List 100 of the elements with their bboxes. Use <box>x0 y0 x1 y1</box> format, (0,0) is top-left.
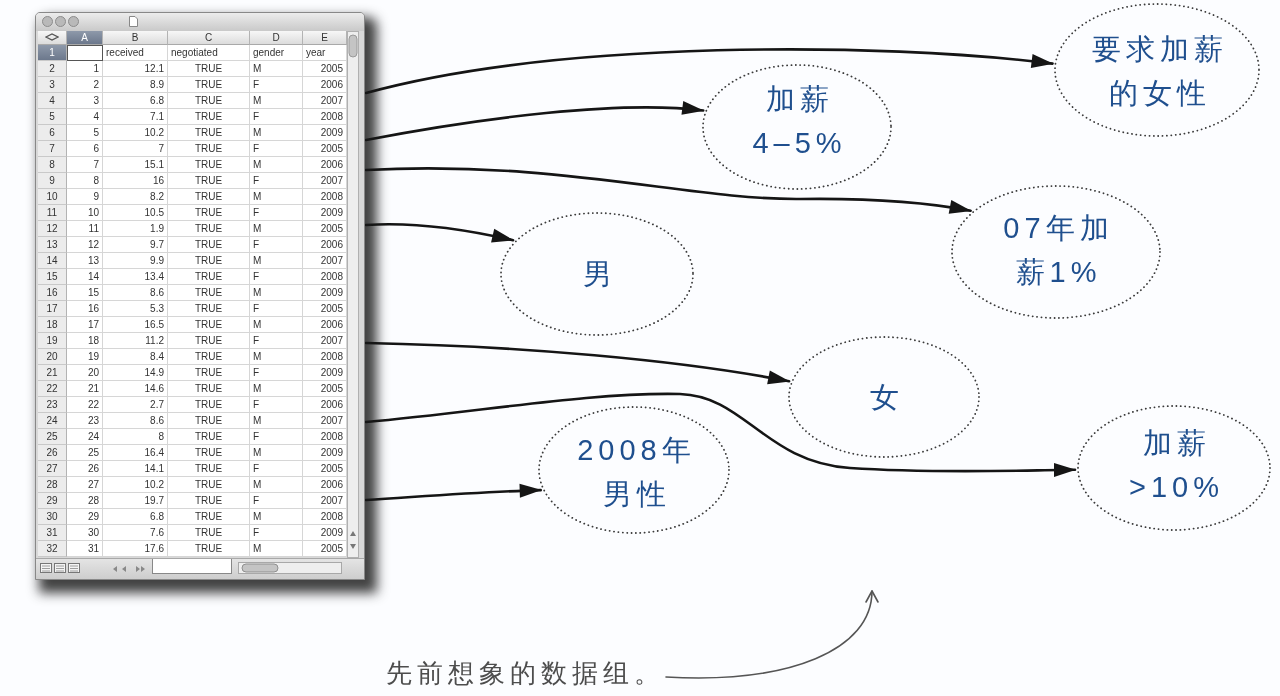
spreadsheet-cell: 2005 <box>303 381 347 397</box>
row-number: 12 <box>38 221 67 237</box>
spreadsheet-cell: TRUE <box>168 189 250 205</box>
spreadsheet-cell: F <box>250 461 303 477</box>
spreadsheet-cell: TRUE <box>168 333 250 349</box>
spreadsheet-cell: F <box>250 141 303 157</box>
row-number: 29 <box>38 493 67 509</box>
row-number: 24 <box>38 413 67 429</box>
spreadsheet-cell: 31 <box>67 541 103 557</box>
spreadsheet-cell: TRUE <box>168 93 250 109</box>
spreadsheet-cell: 2006 <box>303 77 347 93</box>
spreadsheet-cell: F <box>250 173 303 189</box>
spreadsheet-cell: 12.1 <box>103 61 168 77</box>
spreadsheet-cell: 11 <box>67 221 103 237</box>
row-number: 14 <box>38 253 67 269</box>
spreadsheet-cell: F <box>250 205 303 221</box>
spreadsheet-cell: 7.1 <box>103 109 168 125</box>
spreadsheet-cell: TRUE <box>168 77 250 93</box>
spreadsheet-cell: F <box>250 365 303 381</box>
dotted-ellipse <box>1077 405 1271 531</box>
spreadsheet-cell: 13 <box>67 253 103 269</box>
row-number: 30 <box>38 509 67 525</box>
dotted-ellipse <box>702 64 892 190</box>
row-number: 10 <box>38 189 67 205</box>
spreadsheet-cell: 14.6 <box>103 381 168 397</box>
spreadsheet-cell: 25 <box>67 445 103 461</box>
arrow <box>364 341 791 385</box>
spreadsheet-cell: 8.6 <box>103 413 168 429</box>
spreadsheet-cell: 8.6 <box>103 285 168 301</box>
spreadsheet-cell: 16 <box>103 173 168 189</box>
spreadsheet-cell: 30 <box>67 525 103 541</box>
row-number: 21 <box>38 365 67 381</box>
spreadsheet-cell: 2008 <box>303 109 347 125</box>
spreadsheet-cell: 4 <box>67 109 103 125</box>
spreadsheet-cell: TRUE <box>168 301 250 317</box>
spreadsheet-cell: 14 <box>67 269 103 285</box>
column-header: C <box>168 31 250 45</box>
spreadsheet-cell: 14.9 <box>103 365 168 381</box>
spreadsheet-cell: 2008 <box>303 269 347 285</box>
column-header: A <box>67 31 103 45</box>
spreadsheet-cell: 2009 <box>303 365 347 381</box>
spreadsheet-cell: M <box>250 93 303 109</box>
spreadsheet-cell: M <box>250 445 303 461</box>
dotted-ellipse <box>538 406 730 534</box>
spreadsheet-cell: 2008 <box>303 189 347 205</box>
spreadsheet-cell: TRUE <box>168 445 250 461</box>
spreadsheet-cell: 7.6 <box>103 525 168 541</box>
spreadsheet-cell: M <box>250 285 303 301</box>
spreadsheet-cell: TRUE <box>168 381 250 397</box>
spreadsheet-cell: 12 <box>67 237 103 253</box>
leader-line <box>665 590 878 679</box>
spreadsheet-cell: TRUE <box>168 509 250 525</box>
spreadsheet-cell: F <box>250 397 303 413</box>
spreadsheet-cell: negotiated <box>168 45 250 61</box>
spreadsheet-cell: M <box>250 221 303 237</box>
spreadsheet-cell: 16.4 <box>103 445 168 461</box>
spreadsheet-cell: 2006 <box>303 477 347 493</box>
spreadsheet-cell: TRUE <box>168 285 250 301</box>
row-number: 25 <box>38 429 67 445</box>
spreadsheet-cell: 2 <box>67 77 103 93</box>
spreadsheet-cell: M <box>250 125 303 141</box>
spreadsheet-cell: received <box>103 45 168 61</box>
spreadsheet-cell: TRUE <box>168 237 250 253</box>
row-number: 5 <box>38 109 67 125</box>
row-number: 27 <box>38 461 67 477</box>
spreadsheet-cell: M <box>250 413 303 429</box>
spreadsheet-cell: F <box>250 237 303 253</box>
row-number: 9 <box>38 173 67 189</box>
spreadsheet-cell: M <box>250 317 303 333</box>
spreadsheet-cell: TRUE <box>168 205 250 221</box>
spreadsheet-cell: 2007 <box>303 93 347 109</box>
spreadsheet-cell: TRUE <box>168 157 250 173</box>
spreadsheet-cell: 17.6 <box>103 541 168 557</box>
spreadsheet-cell: F <box>250 333 303 349</box>
spreadsheet-cell: 2006 <box>303 317 347 333</box>
spreadsheet-cell: 3 <box>67 93 103 109</box>
row-number: 19 <box>38 333 67 349</box>
spreadsheet-cell: TRUE <box>168 541 250 557</box>
spreadsheet-cell: 7 <box>103 141 168 157</box>
spreadsheet-cell: 2009 <box>303 125 347 141</box>
ellipse-label: 女 <box>868 380 905 415</box>
spreadsheet-cell: TRUE <box>168 349 250 365</box>
spreadsheet-cell: 8 <box>67 173 103 189</box>
spreadsheet-cell: 2007 <box>303 173 347 189</box>
spreadsheet-cell: 20 <box>67 365 103 381</box>
spreadsheet-cell: 6.8 <box>103 509 168 525</box>
spreadsheet-cell: 15 <box>67 285 103 301</box>
spreadsheet-cell: 2009 <box>303 445 347 461</box>
ellipse-label: 2008年男性 <box>576 433 697 512</box>
spreadsheet-cell: 2007 <box>303 333 347 349</box>
spreadsheet-cell: 2007 <box>303 493 347 509</box>
spreadsheet-cell: 2005 <box>303 141 347 157</box>
dotted-ellipse <box>500 212 694 336</box>
spreadsheet-cell: F <box>250 269 303 285</box>
spreadsheet-cell: TRUE <box>168 61 250 77</box>
row-number: 15 <box>38 269 67 285</box>
dotted-ellipse <box>951 185 1161 319</box>
row-number: 2 <box>38 61 67 77</box>
spreadsheet-cell: TRUE <box>168 493 250 509</box>
spreadsheet-window <box>35 12 365 580</box>
